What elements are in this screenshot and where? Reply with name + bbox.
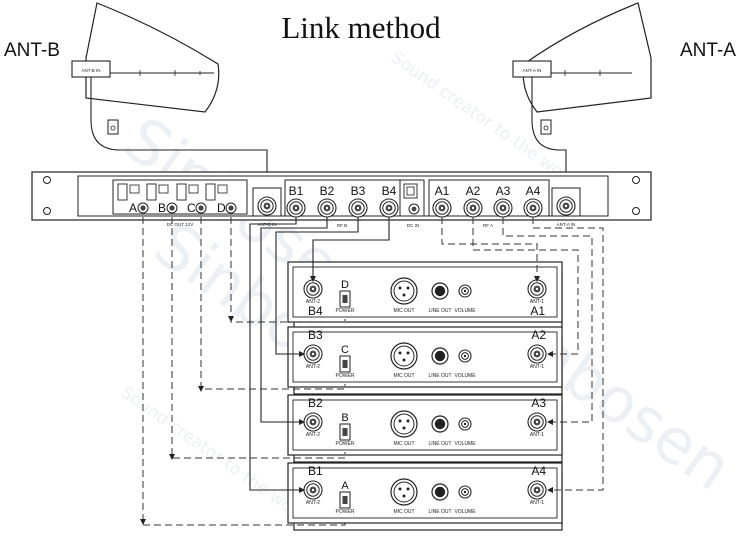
cable-a4 xyxy=(532,217,604,491)
volume-caption: VOLUME xyxy=(454,373,476,379)
ant-b-cable xyxy=(90,77,268,200)
antenna-a-plate: ANT-A IN xyxy=(523,68,542,73)
cable-arrow xyxy=(169,454,175,460)
cable-b3 xyxy=(275,217,359,355)
cable-arrow xyxy=(299,351,305,357)
antenna-b-plate: ANT-B IN xyxy=(81,68,100,73)
line-out-caption: LINE OUT xyxy=(428,308,451,314)
cable-routing xyxy=(140,217,604,526)
cable-arrow xyxy=(140,519,146,525)
cable-arrow xyxy=(547,419,553,425)
antenna-distributor: A B C D DC OUT 12V ANT-B IN B1 B2 B3 B4 … xyxy=(31,171,652,228)
power-caption: POWER xyxy=(336,441,355,447)
a4-output-label: A4 xyxy=(526,184,541,198)
receiver-ant2-label: B4 xyxy=(308,304,323,318)
cable-a2 xyxy=(472,217,579,355)
receiver-ant1-label: A1 xyxy=(530,304,545,318)
a2-output-label: A2 xyxy=(466,184,481,198)
ant-b-label: ANT-B xyxy=(4,40,60,61)
cable-a1 xyxy=(441,217,538,278)
line-out-caption: LINE OUT xyxy=(428,509,451,515)
b2-output-label: B2 xyxy=(320,184,335,198)
receiver-power-label: C xyxy=(341,344,349,356)
watermark-slogan-2: Sound creator to the world xyxy=(117,383,315,530)
ant1-caption: ANT-1 xyxy=(530,364,544,370)
cable-arrow xyxy=(310,276,316,282)
ant1-caption: ANT-1 xyxy=(530,500,544,506)
ant2-caption: ANT-2 xyxy=(306,364,320,370)
b1-output-label: B1 xyxy=(289,184,304,198)
ant-a-label: ANT-A xyxy=(680,40,736,61)
receiver-power-label: A xyxy=(341,480,349,492)
mic-out-caption: MIC OUT xyxy=(393,308,414,314)
b4-output-label: B4 xyxy=(382,184,397,198)
ant1-caption: ANT-1 xyxy=(530,299,544,305)
cable-arrow xyxy=(534,276,540,282)
cable-dc-d xyxy=(230,217,346,323)
antenna-b: ANT-B IN xyxy=(71,2,220,135)
dc-out-b-label: B xyxy=(158,201,166,215)
cable-arrow xyxy=(299,487,305,493)
receiver-ant2-label: B3 xyxy=(308,328,323,342)
power-caption: POWER xyxy=(336,509,355,515)
cable-b4 xyxy=(312,217,390,279)
ant-a-in-caption: ANT-A IN xyxy=(557,222,576,227)
volume-caption: VOLUME xyxy=(454,441,476,447)
ant2-caption: ANT-2 xyxy=(306,500,320,506)
cable-dc-a xyxy=(142,217,346,526)
antenna-a: ANT-A IN xyxy=(512,2,652,135)
receiver-power-label: B xyxy=(341,412,348,424)
volume-caption: VOLUME xyxy=(454,509,476,515)
mic-out-caption: MIC OUT xyxy=(393,373,414,379)
b3-output-label: B3 xyxy=(351,184,366,198)
dc-out-c-label: C xyxy=(187,201,196,215)
cable-arrow xyxy=(299,419,305,425)
power-caption: POWER xyxy=(336,373,355,379)
cable-a3 xyxy=(502,217,593,423)
cable-arrow xyxy=(547,351,553,357)
cable-arrow xyxy=(198,386,204,392)
receiver-ant2-label: B1 xyxy=(308,464,323,478)
rf-b-caption: RF B xyxy=(337,223,347,228)
dc-out-a-label: A xyxy=(129,201,137,215)
cable-arrow xyxy=(547,487,553,493)
dc-in-caption: DC IN xyxy=(407,223,419,228)
diagram-title: Link method xyxy=(281,10,441,45)
ant2-caption: ANT-2 xyxy=(306,299,320,305)
receiver-ant1-label: A3 xyxy=(531,396,546,410)
a1-output-label: A1 xyxy=(435,184,450,198)
receiver-ant2-label: B2 xyxy=(308,396,323,410)
cable-arrow xyxy=(228,316,234,322)
cable-b2 xyxy=(260,217,328,423)
mic-out-caption: MIC OUT xyxy=(393,509,414,515)
cable-b1 xyxy=(249,217,303,491)
ant2-caption: ANT-2 xyxy=(306,432,320,438)
mic-out-caption: MIC OUT xyxy=(393,441,414,447)
receiver-ant1-label: A4 xyxy=(531,464,546,478)
receiver-power-label: D xyxy=(341,279,349,291)
dc-out-d-label: D xyxy=(217,201,226,215)
ant-a-cable xyxy=(531,77,567,200)
power-caption: POWER xyxy=(336,308,355,314)
cable-dc-c xyxy=(200,217,346,390)
rf-a-caption: RF A xyxy=(483,223,493,228)
line-out-caption: LINE OUT xyxy=(428,373,451,379)
volume-caption: VOLUME xyxy=(454,308,476,314)
a3-output-label: A3 xyxy=(496,184,511,198)
receiver-ant1-label: A2 xyxy=(531,328,546,342)
line-out-caption: LINE OUT xyxy=(428,441,451,447)
dc-out-caption: DC OUT 12V xyxy=(167,222,193,227)
ant1-caption: ANT-1 xyxy=(530,432,544,438)
